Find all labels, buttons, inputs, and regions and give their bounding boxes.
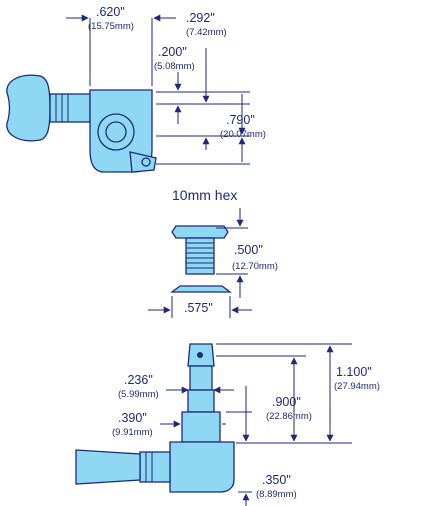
side-view-dimension-lines xyxy=(160,343,352,506)
total-height-mm: (27.94mm) xyxy=(334,381,380,392)
tuner-top-view xyxy=(6,74,157,173)
peg-width-inch: .620" xyxy=(96,5,125,19)
bushing-length-inch: .500" xyxy=(234,243,263,257)
post-height-mm: (22.86mm) xyxy=(266,411,312,422)
base-height-inch: .350" xyxy=(262,473,291,487)
bushing-dimension-lines xyxy=(148,208,252,318)
bushing-length-mm: (12.70mm) xyxy=(232,261,278,272)
bushing-dia-mm: (9.91mm) xyxy=(112,427,153,438)
offset-inch: .292" xyxy=(186,11,215,25)
base-height-mm: (8.89mm) xyxy=(256,489,297,500)
tuner-side-view xyxy=(75,343,235,493)
post-inch: .200" xyxy=(158,45,187,59)
post-dia-mm: (5.99mm) xyxy=(118,389,159,400)
post-height-inch: .900" xyxy=(272,395,301,409)
total-height-inch: 1.100" xyxy=(336,365,372,379)
housing-mm: (20.07mm) xyxy=(220,129,266,140)
post-dia-inch: .236" xyxy=(124,373,153,387)
hex-bushing xyxy=(170,225,232,293)
post-mm: (5.08mm) xyxy=(154,61,195,72)
washer-inch: .575" xyxy=(184,301,213,315)
housing-inch: .790" xyxy=(226,113,255,127)
bushing-dia-inch: .390" xyxy=(118,411,147,425)
peg-width-mm: (15.75mm) xyxy=(88,21,134,32)
offset-mm: (7.42mm) xyxy=(186,27,227,38)
top-view-dimension-lines xyxy=(66,14,250,165)
hex-size-label: 10mm hex xyxy=(172,187,238,203)
